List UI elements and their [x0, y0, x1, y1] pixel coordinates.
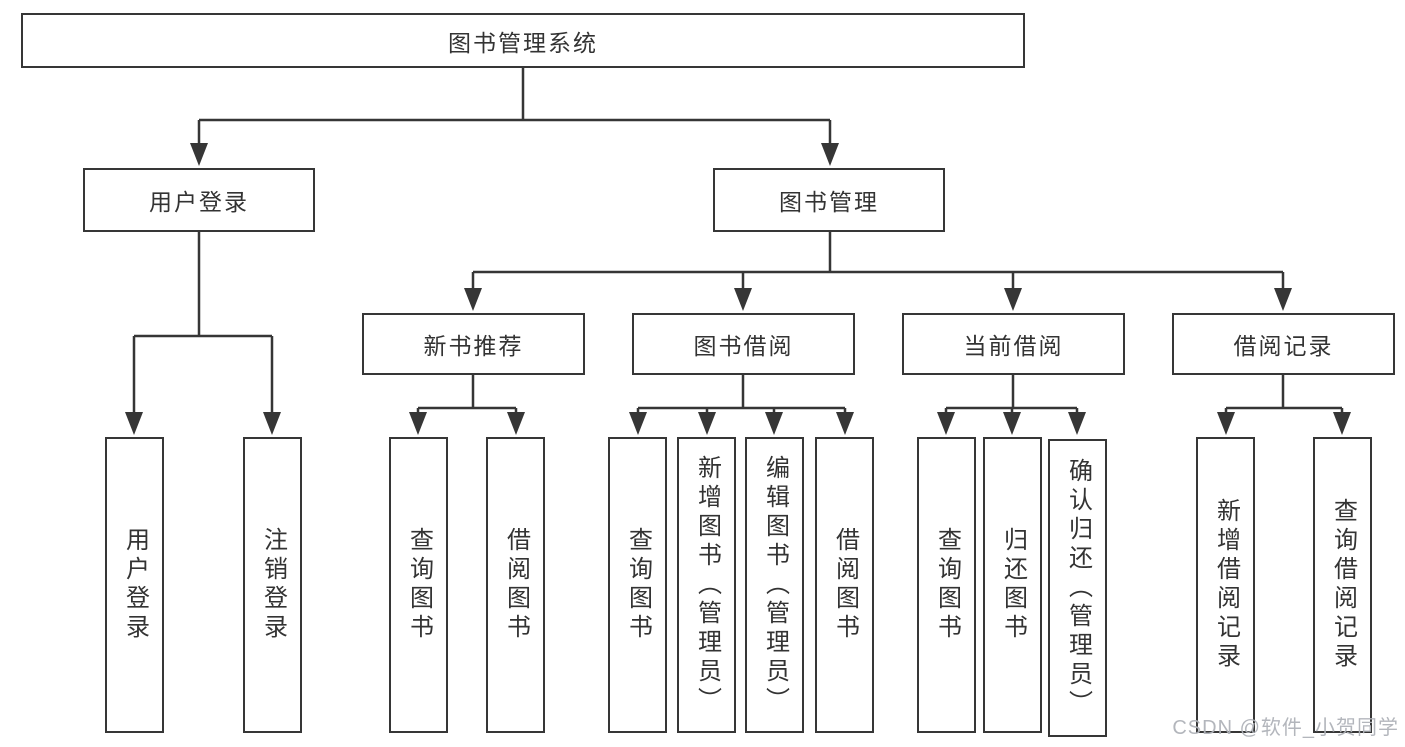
node-current-borrow: 当前借阅 — [902, 313, 1125, 375]
node-borrow-records-label: 借阅记录 — [1233, 333, 1334, 359]
leaf-logout: 注销登录 — [243, 437, 302, 733]
node-new-book-recommend: 新书推荐 — [362, 313, 585, 375]
watermark: CSDN @软件_小贺同学 — [1172, 717, 1399, 739]
leaf-edit-books-admin: 编辑图书（管理员） — [745, 437, 804, 733]
node-root-label: 图书管理系统 — [448, 29, 598, 56]
leaf-borrow-books: 借阅图书 — [815, 437, 874, 733]
leaf-confirm-return-admin: 确认归还（管理员） — [1048, 439, 1107, 737]
node-user-login-label: 用户登录 — [149, 189, 249, 215]
leaf-edit-books-admin-label: 编辑图书（管理员） — [761, 454, 789, 716]
node-root: 图书管理系统 — [21, 13, 1025, 68]
leaf-query-borrow-record: 查询借阅记录 — [1313, 437, 1372, 733]
node-book-borrow: 图书借阅 — [632, 313, 855, 375]
leaf-user-login-label: 用户登录 — [121, 527, 149, 643]
node-new-book-recommend-label: 新书推荐 — [423, 333, 524, 359]
leaf-query-books-current: 查询图书 — [917, 437, 976, 733]
leaf-query-books-borrow-label: 查询图书 — [624, 527, 652, 643]
leaf-query-books-current-label: 查询图书 — [933, 527, 961, 643]
leaf-borrow-books-recommend-label: 借阅图书 — [502, 527, 530, 643]
node-book-management: 图书管理 — [713, 168, 945, 232]
leaf-confirm-return-admin-label: 确认归还（管理员） — [1064, 457, 1092, 719]
node-borrow-records: 借阅记录 — [1172, 313, 1395, 375]
leaf-borrow-books-label: 借阅图书 — [831, 527, 859, 643]
node-current-borrow-label: 当前借阅 — [963, 333, 1064, 359]
leaf-return-books: 归还图书 — [983, 437, 1042, 733]
leaf-user-login: 用户登录 — [105, 437, 164, 733]
leaf-query-books-borrow: 查询图书 — [608, 437, 667, 733]
leaf-return-books-label: 归还图书 — [999, 527, 1027, 643]
node-user-login: 用户登录 — [83, 168, 315, 232]
leaf-borrow-books-recommend: 借阅图书 — [486, 437, 545, 733]
leaf-query-books-recommend: 查询图书 — [389, 437, 448, 733]
leaf-query-books-recommend-label: 查询图书 — [405, 527, 433, 643]
leaf-add-borrow-record-label: 新增借阅记录 — [1212, 498, 1240, 672]
leaf-query-borrow-record-label: 查询借阅记录 — [1329, 498, 1357, 672]
leaf-logout-label: 注销登录 — [259, 527, 287, 643]
node-book-borrow-label: 图书借阅 — [693, 333, 794, 359]
node-book-management-label: 图书管理 — [779, 189, 879, 215]
leaf-add-borrow-record: 新增借阅记录 — [1196, 437, 1255, 733]
leaf-add-books-admin: 新增图书（管理员） — [677, 437, 736, 733]
leaf-add-books-admin-label: 新增图书（管理员） — [693, 454, 721, 716]
